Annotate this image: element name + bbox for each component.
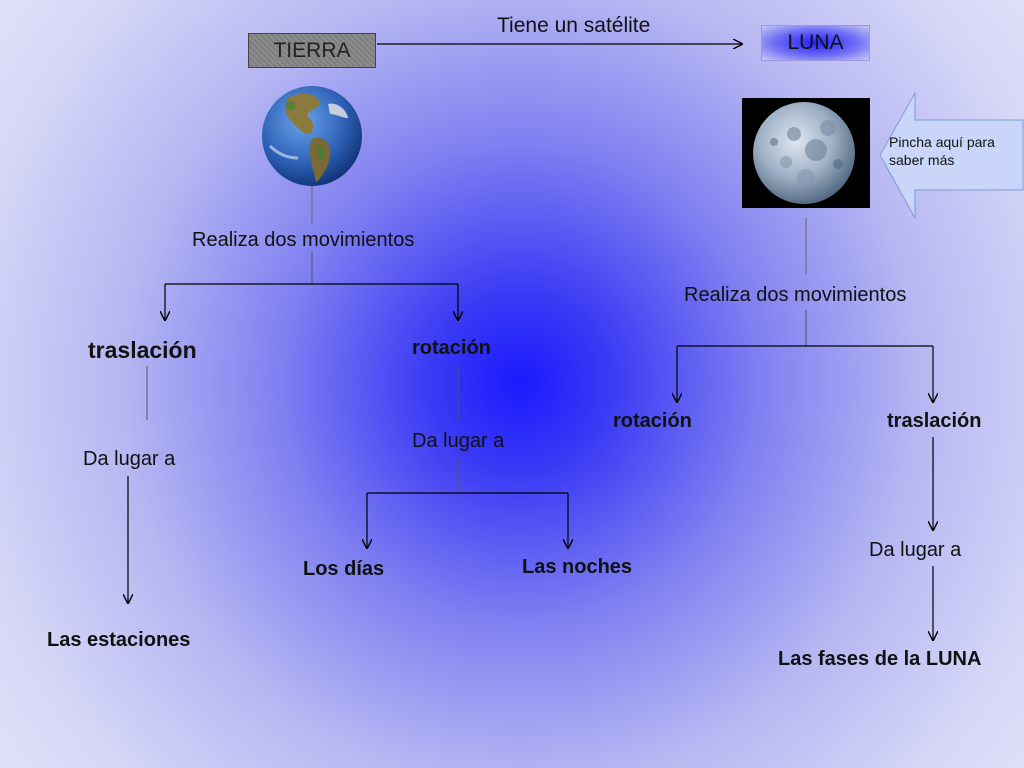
callout-arrow-shape: [879, 92, 1024, 219]
earth-movements-label: Realiza dos movimientos: [192, 229, 415, 251]
earth-estaciones-label: Las estaciones: [47, 629, 191, 651]
luna-box: LUNA: [761, 25, 870, 61]
satellite-label: Tiene un satélite: [497, 14, 651, 37]
earth-rotacion-label: rotación: [412, 337, 491, 359]
moon-image-frame: [742, 98, 870, 208]
callout-text: Pincha aquí para saber más: [889, 134, 995, 168]
moon-fases-label: Las fases de la LUNA: [778, 648, 982, 670]
moon-movements-label: Realiza dos movimientos: [684, 284, 907, 306]
earth-rotacion-effect-label: Da lugar a: [412, 430, 505, 452]
moon-image: [753, 102, 855, 204]
earth-traslacion-effect-label: Da lugar a: [83, 448, 176, 470]
earth-noches-label: Las noches: [522, 556, 633, 578]
earth-image: [262, 86, 362, 186]
moon-effect-label: Da lugar a: [869, 539, 962, 561]
moon-traslacion-label: traslación: [887, 410, 982, 432]
tierra-box: TIERRA: [248, 33, 376, 68]
earth-traslacion-label: traslación: [88, 337, 197, 363]
moon-rotacion-label: rotación: [613, 410, 692, 432]
earth-dias-label: Los días: [303, 558, 385, 580]
